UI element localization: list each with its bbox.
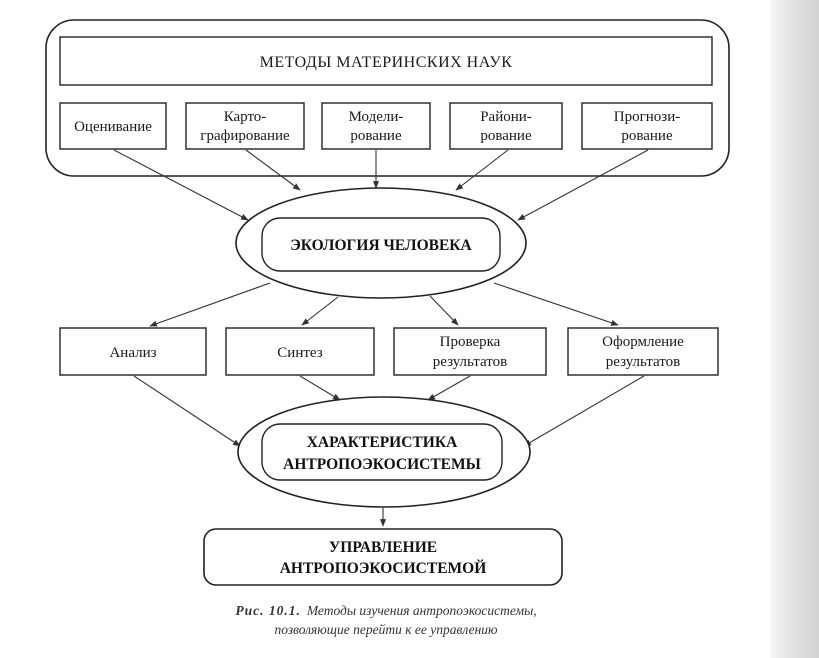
arrow — [133, 375, 241, 447]
stage-label: Анализ — [109, 345, 156, 361]
arrow — [517, 149, 649, 221]
stage-box-formatting: Оформление результатов — [567, 327, 719, 376]
arrow — [455, 149, 509, 191]
arrow — [299, 375, 341, 401]
method-label: рование — [350, 128, 402, 144]
management-node: УПРАВЛЕНИЕ АНТРОПОЭКОСИСТЕМОЙ — [203, 528, 563, 586]
characteristic-node: ХАРАКТЕРИСТИКА АНТРОПОЭКОСИСТЕМЫ — [237, 396, 531, 508]
stage-box-analysis: Анализ — [59, 327, 207, 376]
stage-label: Синтез — [277, 345, 322, 361]
scan-page-edge — [770, 0, 819, 658]
stage-label: Оформление — [602, 334, 684, 350]
stage-label: результатов — [606, 354, 681, 370]
method-box-evaluation: Оценивание — [59, 102, 167, 150]
method-box-zoning: Райони- рование — [449, 102, 563, 150]
management-label: АНТРОПОЭКОСИСТЕМОЙ — [280, 560, 487, 577]
arrow — [427, 375, 471, 401]
method-box-cartography: Карто- графирование — [185, 102, 305, 150]
human-ecology-node: ЭКОЛОГИЯ ЧЕЛОВЕКА — [235, 187, 527, 299]
figure-caption-line2: позволяющие перейти к ее управлению — [274, 622, 498, 637]
method-label: графирование — [200, 128, 290, 144]
arrow — [301, 296, 339, 326]
characteristic-label: ХАРАКТЕРИСТИКА — [307, 434, 458, 451]
method-label: Карто- — [224, 109, 267, 125]
methods-title: МЕТОДЫ МАТЕРИНСКИХ НАУК — [260, 54, 513, 71]
method-label: Прогнози- — [614, 109, 680, 125]
arrow — [493, 282, 619, 326]
method-label: рование — [480, 128, 532, 144]
methods-group-frame — [45, 19, 730, 177]
method-box-forecasting: Прогнози- рование — [581, 102, 713, 150]
stage-box-synthesis: Синтез — [225, 327, 375, 376]
method-box-modeling: Модели- рование — [321, 102, 431, 150]
stage-label: Проверка — [440, 334, 501, 350]
method-label: Райони- — [480, 109, 532, 125]
characteristic-label: АНТРОПОЭКОСИСТЕМЫ — [283, 456, 481, 473]
arrow — [245, 149, 301, 191]
caption-text: Методы изучения антропоэкосистемы, — [306, 603, 537, 618]
arrow — [429, 295, 459, 326]
figure-label: Рис. 10.1. — [235, 603, 301, 618]
arrow — [149, 282, 271, 327]
management-label: УПРАВЛЕНИЕ — [329, 539, 437, 556]
stage-box-verification: Проверка результатов — [393, 327, 547, 376]
arrow — [523, 375, 645, 447]
method-label: Модели- — [349, 109, 404, 125]
method-label: Оценивание — [74, 119, 152, 135]
methods-title-box — [59, 36, 713, 86]
figure-caption-line1: Рис. 10.1. Методы изучения антропоэкосист… — [235, 603, 536, 618]
human-ecology-label: ЭКОЛОГИЯ ЧЕЛОВЕКА — [290, 237, 472, 254]
method-label: рование — [621, 128, 673, 144]
arrow — [113, 149, 249, 221]
stage-label: результатов — [433, 354, 508, 370]
